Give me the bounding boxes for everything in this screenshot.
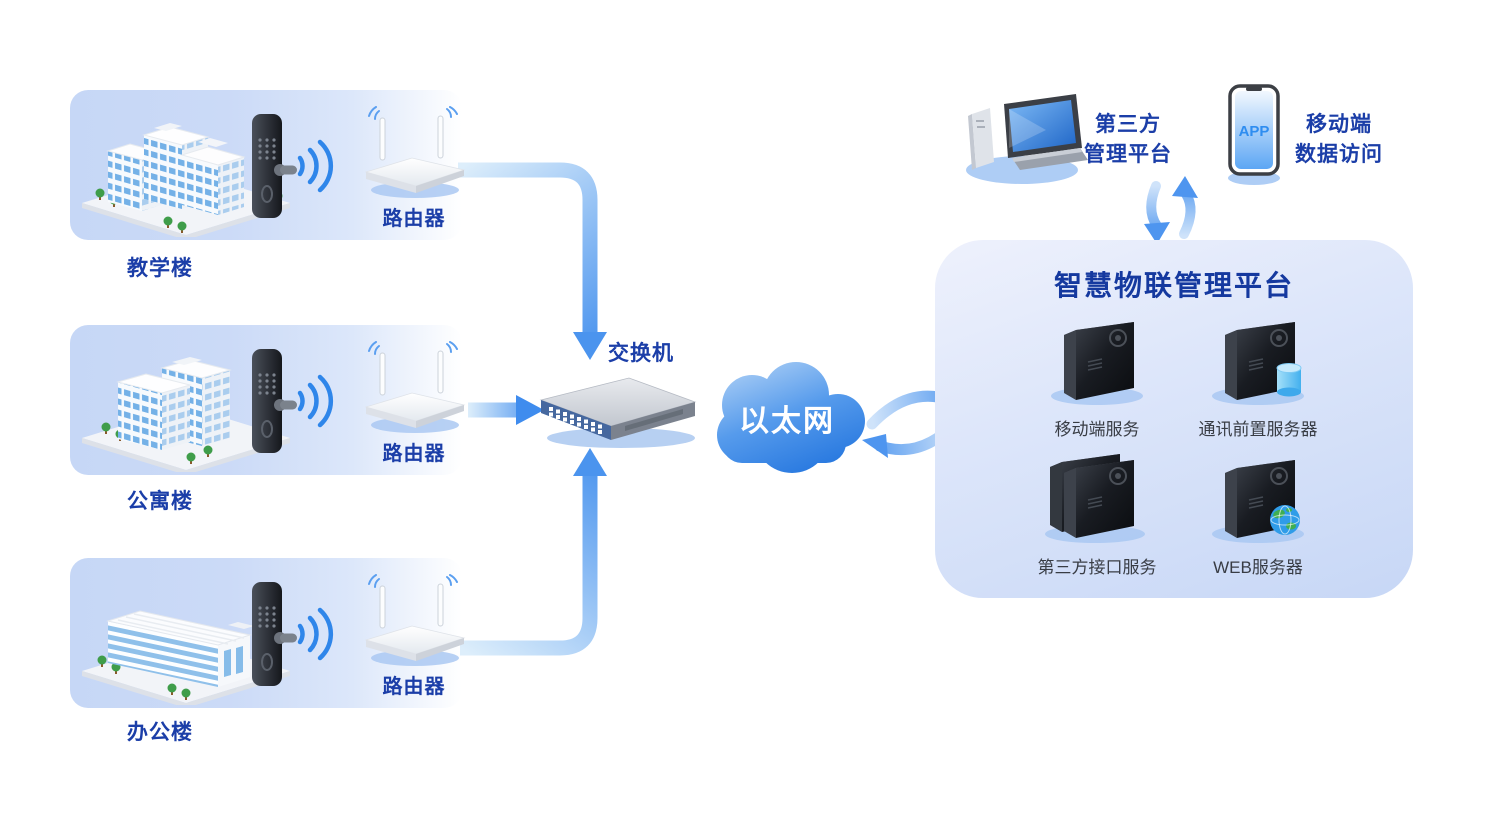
building-label-office: 办公楼 [127,721,193,744]
office-building-illustration [82,610,290,705]
server-mobile-icon [1051,322,1143,405]
router-icon [364,341,466,433]
connector-office-router-to-switch [460,448,607,656]
building-label-teaching: 教学楼 [127,257,193,280]
mobile-phone-icon: APP [1228,84,1280,185]
router-label: 路由器 [382,443,446,465]
smart-lock-icon [252,349,297,453]
phone-screen-text: APP [1239,123,1270,140]
zone-office-building: 路由器 [70,558,466,708]
zone-apartment-building: 路由器 [70,325,466,475]
database-icon [1276,363,1302,397]
wifi-signal-icon [297,139,334,193]
server-comm-icon [1212,322,1304,405]
server-web: WEB服务器 [1173,446,1343,578]
arrow-platform-to-devices-up [1172,176,1198,239]
computer-label: 第三方 管理平台 [1078,110,1178,170]
router-icon [364,106,466,198]
server-thirdparty-icon [1045,454,1145,543]
phone-label-line1: 移动端 [1306,113,1372,136]
iot-platform-panel: 智慧物联管理平台 移动端服务 [935,240,1413,598]
platform-title: 智慧物联管理平台 [1053,270,1294,301]
cloud-label: 以太网 [739,405,835,438]
server-label: 第三方接口服务 [1037,558,1157,577]
server-label: 通讯前置服务器 [1198,420,1318,439]
computer-label-line1: 第三方 [1095,113,1161,136]
server-comm-front: 通讯前置服务器 [1173,308,1343,440]
server-label: 移动端服务 [1054,420,1140,439]
cloud-icon: 以太网 [717,362,865,473]
building-label-apartment: 公寓楼 [127,490,193,513]
arrow-devices-to-platform-down [1144,181,1170,244]
apartment-building-illustration [82,357,290,472]
ethernet-cloud: 以太网 [700,345,880,490]
wifi-signal-icon [297,607,334,661]
phone-label: 移动端 数据访问 [1284,110,1394,170]
connector-teaching-router-to-switch [458,162,607,360]
router-icon [364,574,466,666]
router-label: 路由器 [382,676,446,698]
server-web-icon [1212,460,1304,543]
switch-group [533,370,705,463]
server-thirdparty-api: 第三方接口服务 [1012,446,1182,578]
smart-lock-icon [252,582,297,686]
router-label: 路由器 [382,208,446,230]
globe-icon [1270,505,1300,535]
thirdparty-computer-group [960,86,1095,193]
computer-label-line2: 管理平台 [1084,143,1172,166]
phone-label-line2: 数据访问 [1295,143,1383,166]
wifi-signal-icon [297,374,334,428]
zone-teaching-building: 路由器 [70,90,466,240]
server-mobile: 移动端服务 [1012,308,1182,440]
smart-lock-icon [252,114,297,218]
mobile-phone-group: APP [1226,84,1286,193]
switch-label: 交换机 [608,342,674,365]
management-computer-icon [966,94,1088,184]
network-switch-icon [539,377,697,448]
server-label: WEB服务器 [1213,558,1303,577]
